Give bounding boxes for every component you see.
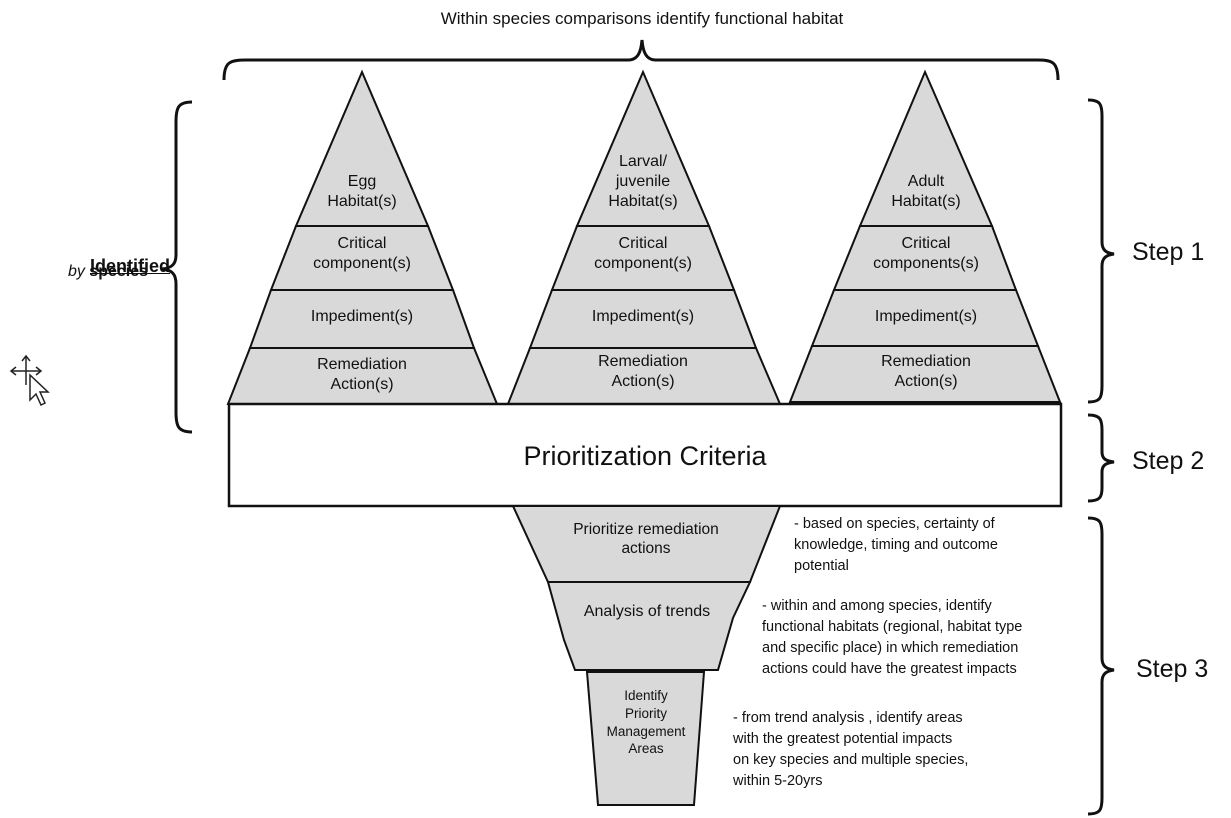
pyramid-adult bbox=[788, 69, 1062, 403]
larval-remediation-label: Remediation Action(s) bbox=[598, 353, 688, 390]
left-brace bbox=[161, 100, 193, 434]
larval-habitat-label: Larval/ juvenile Habitat(s) bbox=[608, 153, 678, 210]
identified-word: Identified bbox=[90, 255, 170, 276]
step3-brace bbox=[1087, 516, 1115, 816]
pyramid-level-adult-remediation bbox=[788, 345, 1062, 403]
step-3-label: Step 3 bbox=[1136, 655, 1209, 683]
adult-critical-label: Critical components(s) bbox=[873, 235, 979, 272]
by-species-label: by species bbox=[30, 262, 148, 282]
identify-priority-areas-label: Identify Priority Management Areas bbox=[606, 688, 686, 757]
prioritize-remediation-label: Prioritize remediation actions bbox=[573, 521, 719, 558]
identified-label: Identified bbox=[30, 232, 170, 277]
header-title: Within species comparisons identify func… bbox=[440, 9, 844, 28]
prioritization-criteria-box bbox=[227, 402, 1063, 508]
adult-habitat-label: Adult Habitat(s) bbox=[891, 173, 961, 210]
analysis-of-trends-label: Analysis of trends bbox=[583, 603, 711, 620]
larval-impediment-label: Impediment(s) bbox=[591, 308, 695, 325]
note-analysis: - within and among species, identify fun… bbox=[762, 598, 1023, 678]
prioritization-criteria-label: Prioritization Criteria bbox=[523, 441, 767, 471]
egg-impediment-label: Impediment(s) bbox=[310, 308, 414, 325]
note-identify: - from trend analysis , identify areas w… bbox=[733, 710, 969, 790]
move-cursor-icon bbox=[9, 354, 50, 407]
egg-critical-label: Critical component(s) bbox=[313, 235, 411, 272]
note-prioritize: - based on species, certainty of knowled… bbox=[794, 516, 998, 575]
funnel-level-identify bbox=[585, 671, 706, 806]
species-word: species bbox=[84, 263, 148, 280]
egg-habitat-label: Egg Habitat(s) bbox=[327, 173, 397, 210]
step-2-label: Step 2 bbox=[1132, 447, 1205, 475]
larval-critical-label: Critical component(s) bbox=[594, 235, 692, 272]
adult-remediation-label: Remediation Action(s) bbox=[881, 353, 971, 390]
top-brace bbox=[222, 39, 1060, 81]
adult-impediment-label: Impediment(s) bbox=[874, 308, 978, 325]
funnel-level-analysis bbox=[546, 581, 752, 671]
pyramid-egg bbox=[226, 69, 499, 405]
step2-brace bbox=[1087, 413, 1115, 503]
by-word: by bbox=[67, 263, 85, 280]
step-1-label: Step 1 bbox=[1132, 238, 1205, 266]
funnel bbox=[511, 505, 782, 806]
pyramid-larval bbox=[506, 69, 782, 405]
egg-remediation-label: Remediation Action(s) bbox=[317, 356, 407, 393]
step1-brace bbox=[1087, 98, 1115, 404]
